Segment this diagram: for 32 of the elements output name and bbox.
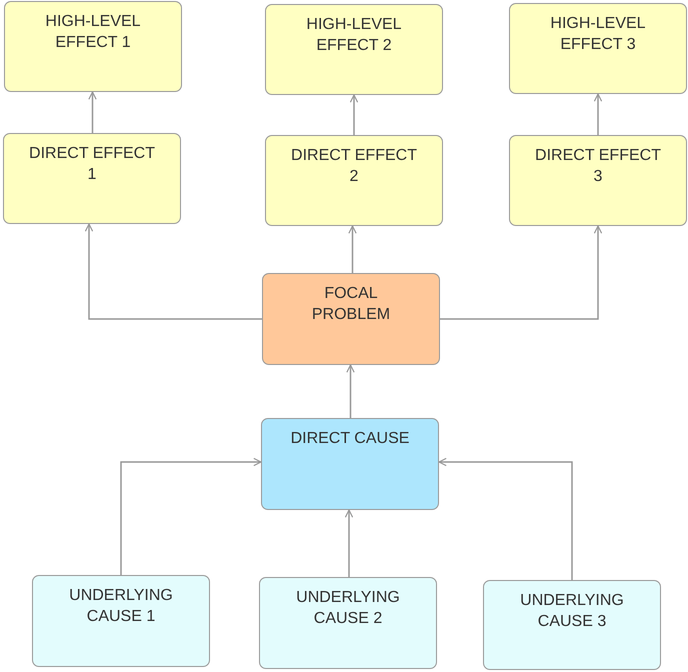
arrow — [84, 223, 262, 320]
arrow — [438, 458, 573, 580]
process-box — [262, 273, 440, 365]
box-label: HIGH-LEVEL EFFECT 3 — [549, 14, 647, 55]
arrow — [88, 91, 97, 133]
process-box — [261, 418, 439, 510]
arrow — [120, 458, 262, 575]
box-label: UNDERLYING CAUSE 1 — [68, 586, 174, 627]
box-label: DIRECT CAUSE — [290, 429, 410, 449]
process-box — [265, 4, 443, 95]
box-label: DIRECT EFFECT 3 — [534, 146, 662, 187]
box-label: UNDERLYING CAUSE 2 — [295, 588, 401, 629]
box-label: HIGH-LEVEL EFFECT 1 — [44, 12, 142, 53]
process-box — [32, 575, 210, 667]
process-box — [4, 1, 182, 92]
process-box — [265, 135, 443, 226]
process-box — [509, 135, 687, 226]
process-box — [509, 3, 687, 94]
process-box — [259, 577, 437, 669]
box-label: FOCAL PROBLEM — [310, 284, 392, 325]
arrow — [344, 509, 354, 577]
arrow — [594, 93, 602, 135]
arrow — [440, 225, 602, 320]
box-label: DIRECT EFFECT 1 — [28, 144, 156, 185]
box-label: UNDERLYING CAUSE 3 — [519, 591, 625, 632]
arrow — [350, 94, 358, 135]
box-label: HIGH-LEVEL EFFECT 2 — [305, 15, 403, 56]
arrow — [348, 225, 357, 273]
process-box — [3, 133, 181, 224]
process-box — [483, 580, 661, 670]
box-label: DIRECT EFFECT 2 — [290, 146, 418, 187]
arrow — [346, 364, 355, 418]
